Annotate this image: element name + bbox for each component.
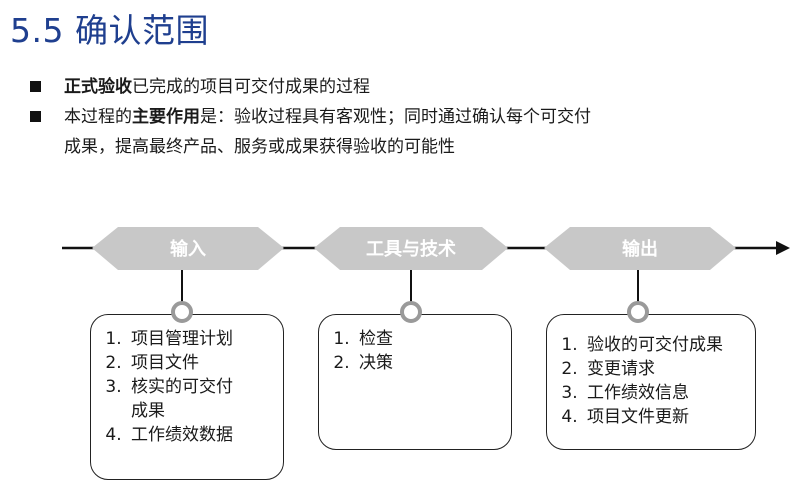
page-title: 5.5 确认范围 xyxy=(10,11,209,50)
stage-label-input: 输入 xyxy=(170,238,206,260)
bullet-bold: 正式验收 xyxy=(64,77,132,97)
bullet-prefix: 本过程的 xyxy=(64,107,132,127)
stage-label-tools: 工具与技术 xyxy=(366,238,456,260)
list-item: 项目文件 xyxy=(127,351,277,375)
list-item: 工作绩效信息 xyxy=(583,381,749,405)
square-bullet-icon xyxy=(30,111,41,122)
list-item: 项目管理计划 xyxy=(127,327,277,351)
list-item: 工作绩效数据 xyxy=(127,423,277,447)
bullet-list: 正式验收已完成的项目可交付成果的过程 本过程的主要作用是：验收过程具有客观性；同… xyxy=(28,72,788,162)
list-item: 核实的可交付成果 xyxy=(127,375,277,423)
bullet-item-2: 本过程的主要作用是：验收过程具有客观性；同时通过确认每个可交付 xyxy=(28,102,788,132)
stage-box-output: 验收的可交付成果 变更请求 工作绩效信息 项目文件更新 xyxy=(546,314,756,450)
stage-box-tools: 检查 决策 xyxy=(318,314,512,450)
stage-hexagon-tools xyxy=(314,227,508,270)
stage-hexagon-output xyxy=(544,227,736,270)
stage-hexagon-input xyxy=(92,227,284,270)
timeline-arrow-icon xyxy=(776,241,790,255)
bullet-item-1: 正式验收已完成的项目可交付成果的过程 xyxy=(28,72,788,102)
list-item: 决策 xyxy=(355,351,505,375)
bullet-text: 已完成的项目可交付成果的过程 xyxy=(132,77,370,97)
stage-box-input: 项目管理计划 项目文件 核实的可交付成果 工作绩效数据 xyxy=(90,314,284,480)
list-item: 变更请求 xyxy=(583,357,749,381)
bullet-bold: 主要作用 xyxy=(132,107,200,127)
list-item: 项目文件更新 xyxy=(583,405,749,429)
square-bullet-icon xyxy=(30,81,41,92)
bullet-text: 是：验收过程具有客观性；同时通过确认每个可交付 xyxy=(200,107,591,127)
list-item: 检查 xyxy=(355,327,505,351)
stage-label-output: 输出 xyxy=(622,238,658,260)
bullet-continuation: 成果，提高最终产品、服务或成果获得验收的可能性 xyxy=(64,137,455,157)
list-item: 验收的可交付成果 xyxy=(583,333,749,357)
